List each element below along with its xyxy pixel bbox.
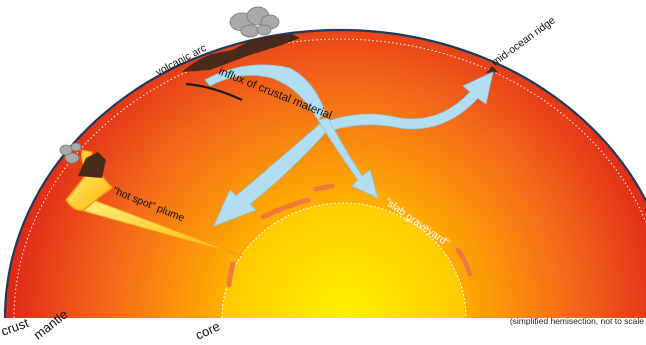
scale-note: (simplified hemisection, not to scale <box>509 316 644 326</box>
core-boundary <box>221 202 467 319</box>
mid-ocean-ridge-rock <box>486 66 498 73</box>
volcano-icon <box>78 152 106 178</box>
label-core: core <box>193 318 222 342</box>
crust-line <box>3 28 646 319</box>
core-body <box>222 203 466 318</box>
label-mid-ocean-ridge: mid-ocean ridge <box>490 14 558 68</box>
volcano-arc-smoke-icon <box>229 6 280 38</box>
slab-fragments <box>226 183 473 288</box>
smoke-plume-icon <box>59 142 82 164</box>
flow-arrow-icon <box>204 64 494 227</box>
volcanic-arc-rock <box>182 34 300 101</box>
label-crust: crust <box>0 315 31 339</box>
